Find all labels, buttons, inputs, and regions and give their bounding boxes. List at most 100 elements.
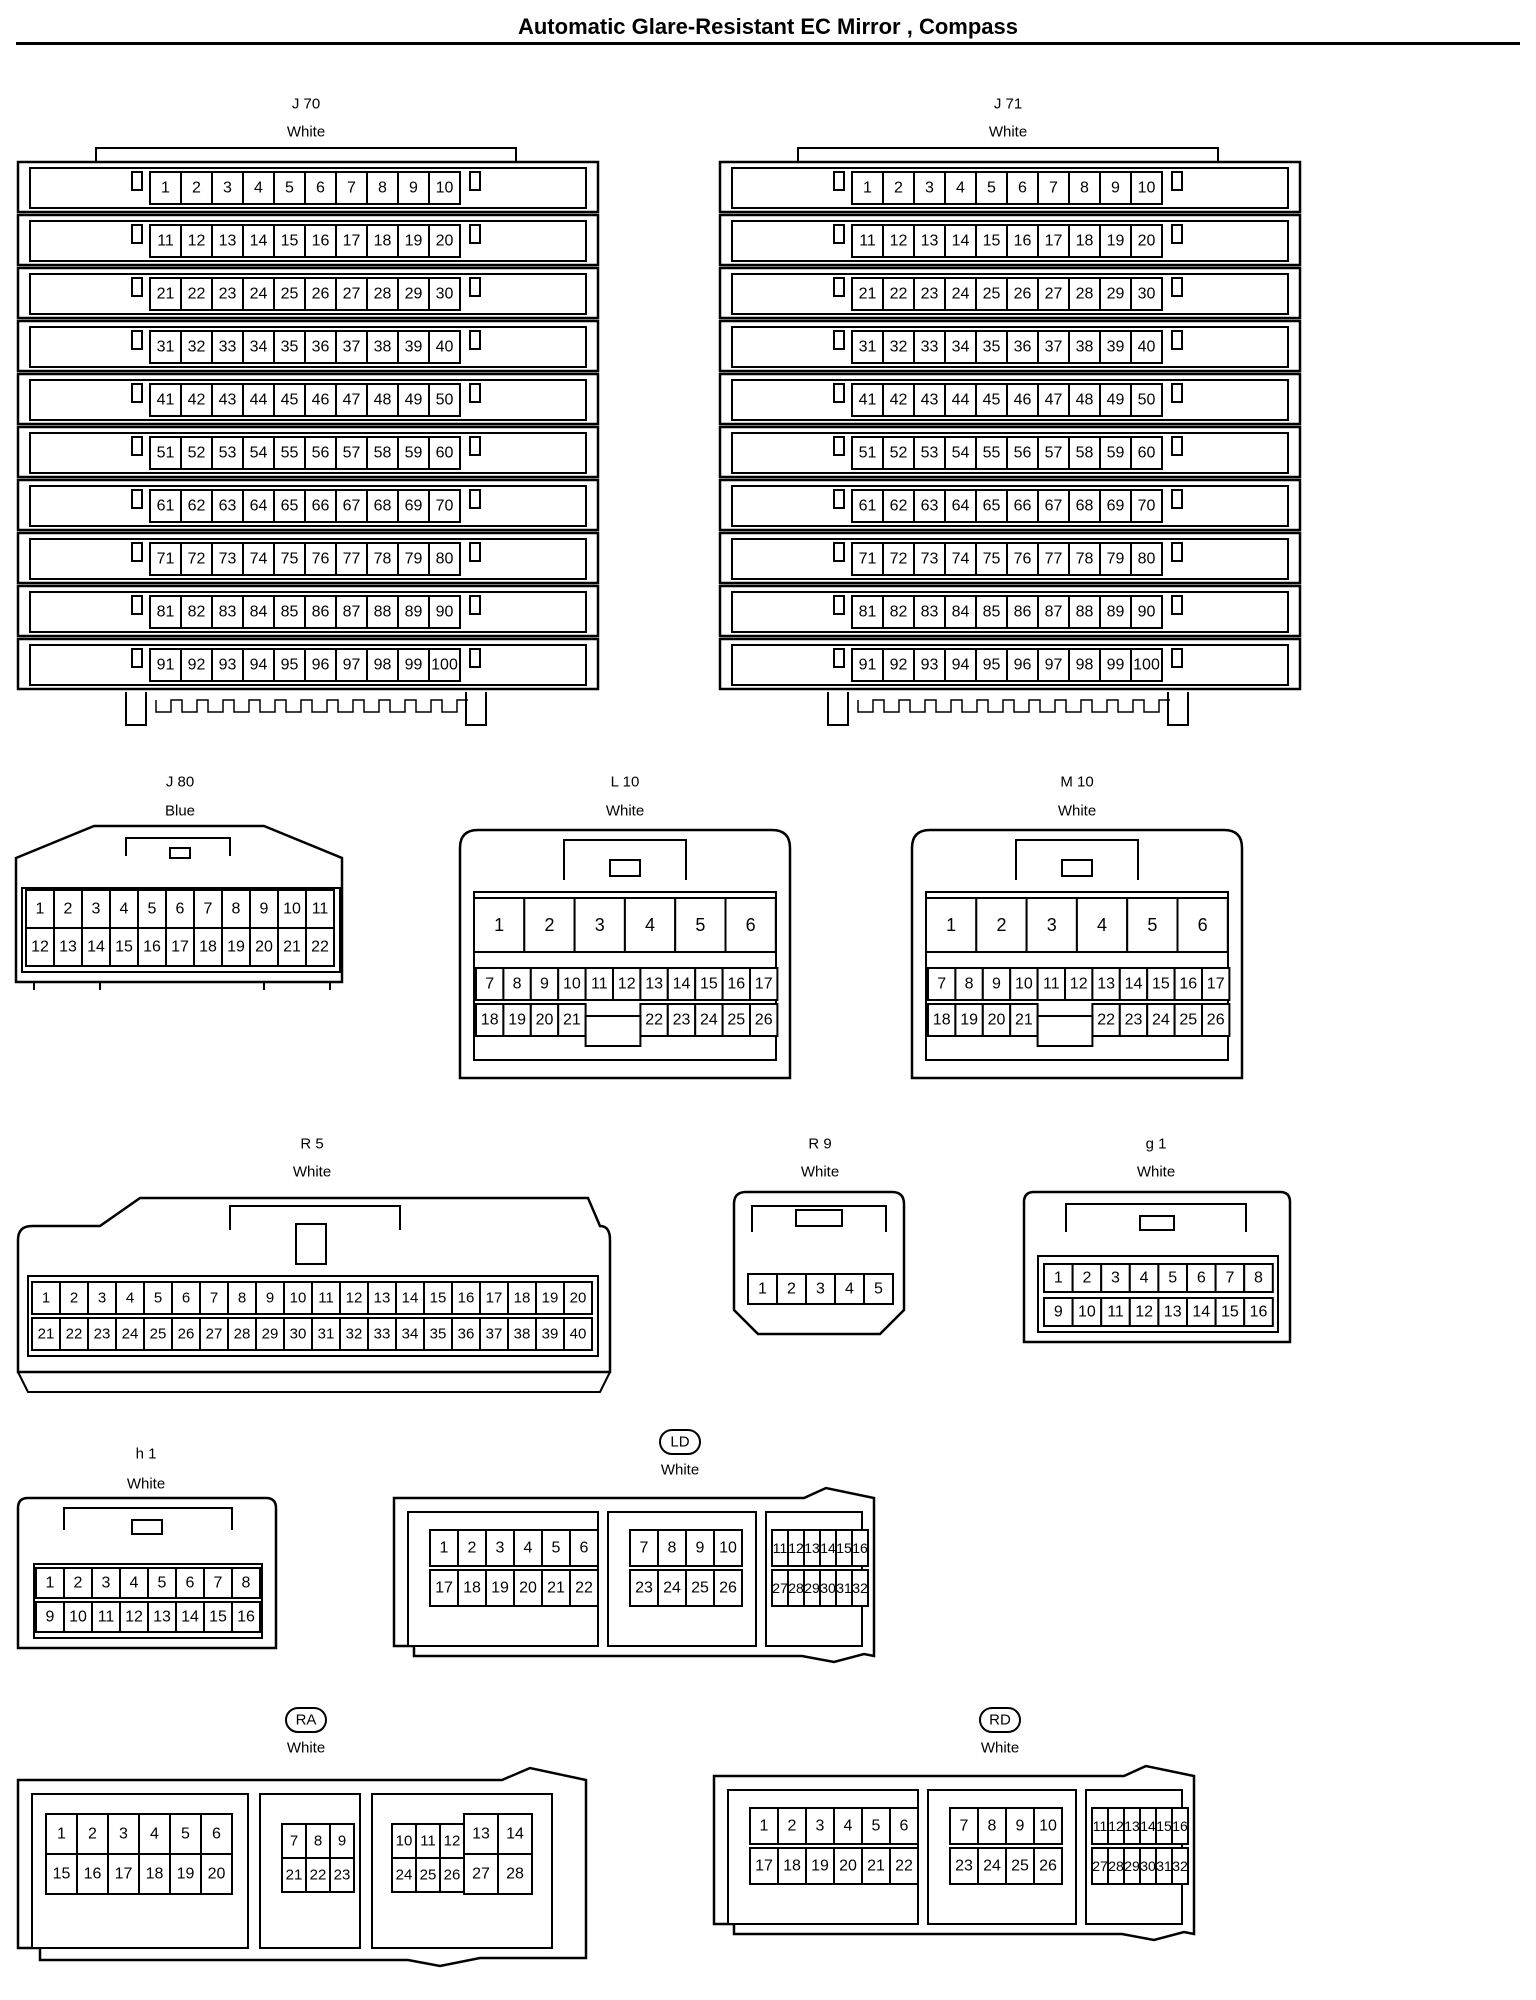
pin-cell [882, 595, 915, 629]
connector-code-badge [979, 1707, 1021, 1733]
pin-number: 33 [219, 339, 237, 356]
pin-number: 6 [1198, 915, 1208, 935]
pin-cell [463, 1853, 499, 1895]
pin-number: 19 [811, 1858, 829, 1875]
key-slot [584, 1015, 642, 1047]
pin-cell [1033, 1807, 1063, 1845]
latch-slot [131, 224, 143, 244]
pin-cell [428, 277, 461, 311]
pin-number: 86 [312, 604, 330, 621]
pin-number: 5 [874, 1281, 883, 1298]
pin-cell [273, 330, 306, 364]
pin-number: 17 [755, 1858, 773, 1875]
pin-number: 32 [890, 339, 908, 356]
pin-cell [1130, 224, 1163, 258]
pin-number: 71 [157, 551, 175, 568]
pin-cell [657, 1529, 687, 1567]
pin-number: 15 [1152, 976, 1170, 993]
pin-cell [724, 897, 777, 953]
latch-slot [833, 171, 845, 191]
pin-number: 8 [1254, 1270, 1263, 1287]
pin-number: 84 [952, 604, 970, 621]
pin-cell [231, 1567, 261, 1599]
pin-number: 71 [859, 551, 877, 568]
pin-cell [949, 1807, 979, 1845]
pin-number: 77 [343, 551, 361, 568]
pin-cell [180, 648, 213, 682]
pin-cell [339, 1317, 369, 1351]
pin-cell [149, 171, 182, 205]
pin-cell [115, 1281, 145, 1315]
pin-number: 16 [1179, 976, 1197, 993]
pin-cell [749, 967, 779, 1001]
pin-cell [397, 277, 430, 311]
pin-cell [457, 1569, 487, 1607]
pin-number: 65 [281, 498, 299, 515]
pin-number: 7 [1225, 1270, 1234, 1287]
pin-number: 9 [1016, 1818, 1025, 1835]
pin-cell [143, 1317, 173, 1351]
pin-cell [889, 1807, 919, 1845]
pin-cell [694, 967, 724, 1001]
pin-cell [1146, 967, 1176, 1001]
pin-cell [200, 1813, 233, 1855]
pin-number: 2 [192, 180, 201, 197]
pin-cell [925, 897, 978, 953]
pin-cell [1068, 277, 1101, 311]
pin-number: 40 [570, 1326, 587, 1343]
pin-cell [211, 383, 244, 417]
pin-number: 58 [374, 445, 392, 462]
pin-cell [851, 277, 884, 311]
pin-number: 35 [983, 339, 1001, 356]
pin-number: 66 [1014, 498, 1032, 515]
pin-number: 3 [1111, 1270, 1120, 1287]
pin-cell [569, 1529, 599, 1567]
pin-number: 49 [405, 392, 423, 409]
pin-number: 40 [436, 339, 454, 356]
pin-number: 30 [436, 286, 454, 303]
pin-number: 37 [343, 339, 361, 356]
pin-number: 77 [1045, 551, 1063, 568]
pin-number: 7 [290, 1833, 298, 1850]
pin-cell [397, 648, 430, 682]
pin-number: 42 [890, 392, 908, 409]
pin-cell [428, 489, 461, 523]
pin-number: 52 [188, 445, 206, 462]
pin-number: 47 [1045, 392, 1063, 409]
pin-cell [211, 542, 244, 576]
latch-slot [1171, 330, 1183, 350]
pin-number: 17 [1207, 976, 1225, 993]
pin-cell [395, 1317, 425, 1351]
latch-slot [1171, 436, 1183, 456]
pin-number: 2 [788, 1818, 797, 1835]
pin-number: 64 [250, 498, 268, 515]
pin-cell [629, 1529, 659, 1567]
pin-cell [335, 383, 368, 417]
pin-cell [199, 1317, 229, 1351]
pin-number: 31 [859, 339, 877, 356]
pin-number: 42 [188, 392, 206, 409]
housing-outline [14, 824, 344, 984]
pin-number: 12 [1135, 1304, 1153, 1321]
pin-number: 33 [921, 339, 939, 356]
pin-cell [889, 1847, 919, 1885]
pin-cell [231, 1601, 261, 1633]
pin-number: 23 [219, 286, 237, 303]
pin-number: 7 [1049, 180, 1058, 197]
pin-number: 61 [157, 498, 175, 515]
pin-number: 2 [468, 1540, 477, 1557]
pin-cell [109, 889, 139, 929]
pin-cell [913, 224, 946, 258]
pin-number: 12 [618, 976, 636, 993]
pin-cell [397, 489, 430, 523]
latch-slot [1171, 595, 1183, 615]
pin-number: 18 [481, 1012, 499, 1029]
pin-number: 9 [266, 1290, 274, 1307]
pin-number: 74 [952, 551, 970, 568]
pin-number: 24 [1152, 1012, 1170, 1029]
pin-number: 67 [1045, 498, 1063, 515]
pin-number: 82 [188, 604, 206, 621]
pin-cell [497, 1853, 533, 1895]
pin-cell [975, 489, 1008, 523]
pin-cell [1099, 595, 1132, 629]
